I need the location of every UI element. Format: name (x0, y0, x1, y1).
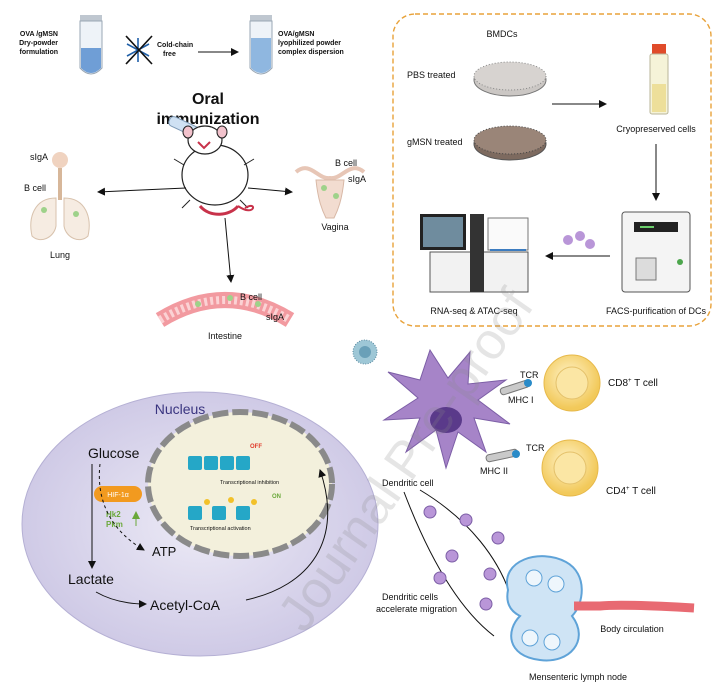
cryo-label: Cryopreserved cells (616, 124, 696, 134)
arrow-to-intestine (224, 217, 235, 283)
chromatin-closed (188, 456, 250, 470)
acetyl-nucleus-arrow (245, 469, 329, 601)
rnaseq-label: RNA-seq & ATAC-seq (430, 306, 517, 316)
vagina-illustration (294, 166, 366, 219)
lymph-label: Mensenteric lymph node (529, 672, 627, 682)
on-label: ON (272, 494, 281, 500)
migrating-cells (423, 505, 505, 611)
tcr2-label: TCR (526, 443, 545, 453)
arrow-to-lung (97, 187, 187, 196)
facs-label: FACS-purification of DCs (606, 306, 707, 316)
glucose-atp-arrow (98, 463, 145, 551)
panel-title: BMDCs (487, 29, 518, 39)
cold-chain-label-line2: free (163, 51, 176, 58)
dendritic-cell (382, 348, 511, 470)
atp-label: ATP (152, 544, 176, 559)
acetyl-label: Acetyl-CoA (150, 597, 221, 613)
vessel-line-left (403, 491, 495, 637)
intestine-name: Intestine (208, 331, 242, 341)
tube1-label-line1: OVA /gMSN (20, 31, 58, 38)
nanoparticle-icon (352, 339, 378, 365)
dendritic-label: Dendritic cell (382, 478, 434, 488)
cd4-label: CD4+ T cell (606, 486, 656, 497)
mhc2-tcr-complex (485, 448, 520, 463)
oral-title-line1: Oral (192, 91, 224, 108)
tube2-label-line3: complex dispersion (278, 49, 344, 56)
tube1-label-line2: Dry-powder (19, 40, 58, 47)
pbs-label: PBS treated (407, 70, 456, 80)
tcr1-label: TCR (520, 370, 539, 380)
pkm-label: Pkm (106, 520, 123, 529)
cryo-vial (649, 44, 669, 115)
migration-label-line1: Dendritic cells (382, 592, 439, 602)
lactate-acetyl-arrow (95, 591, 147, 608)
hk2-label: Hk2 (106, 510, 121, 519)
inhibition-label: Transcriptional inhibition (220, 480, 279, 486)
lactate-label: Lactate (68, 571, 114, 587)
bmdc-panel-border (392, 13, 712, 327)
off-label: OFF (250, 444, 262, 450)
mhc1-label: MHC I (508, 395, 534, 405)
vessel-line-right (419, 489, 513, 601)
gmsn-label: gMSN treated (407, 137, 463, 147)
cold-chain-label-line1: Cold-chain (157, 42, 193, 49)
tube2-label-line1: OVA/gMSN (278, 31, 314, 38)
nucleus-title: Nucleus (155, 401, 206, 417)
chromatin-open (188, 497, 257, 520)
snowflake-crossed-icon (125, 35, 153, 65)
hif-badge (94, 486, 142, 502)
intestine-siga-label: sIgA (266, 312, 284, 322)
gmsn-petri-dish (473, 125, 547, 161)
tube2-label-line2: lyophilized powder (278, 40, 341, 47)
activation-label: Transcriptional activation (190, 526, 251, 532)
tube1-label-line3: formulation (20, 49, 59, 56)
lung-name: Lung (50, 250, 70, 260)
vagina-name: Vagina (321, 222, 348, 232)
lung-siga-label: sIgA (30, 152, 48, 162)
lymph-node (505, 555, 583, 662)
dry-powder-tube (79, 15, 103, 75)
hif-label: HIF-1α (107, 492, 129, 499)
glucose-label: Glucose (88, 445, 140, 461)
mhc2-label: MHC II (480, 466, 508, 476)
vagina-bcell-label: B cell (335, 158, 357, 168)
mhc1-tcr-complex (499, 379, 532, 396)
lung-bcell-label: B cell (24, 183, 46, 193)
migration-label-line2: accelerate migration (376, 604, 457, 614)
body-vessel (574, 600, 695, 613)
arrow-to-vagina (247, 187, 293, 196)
intestine-bcell-label: B cell (240, 292, 262, 302)
cd8-label: CD8+ T cell (608, 378, 658, 389)
mouse-illustration (168, 116, 255, 216)
cell-cluster-icon (563, 231, 595, 249)
facs-machine (621, 211, 691, 293)
intestine-illustration (155, 292, 295, 327)
vagina-siga-label: sIgA (348, 174, 366, 184)
lyophilized-tube (249, 15, 273, 75)
lung-illustration (30, 152, 90, 241)
pbs-petri-dish (473, 61, 547, 97)
sequencer-machine (420, 214, 529, 293)
body-circ-label: Body circulation (600, 624, 664, 634)
